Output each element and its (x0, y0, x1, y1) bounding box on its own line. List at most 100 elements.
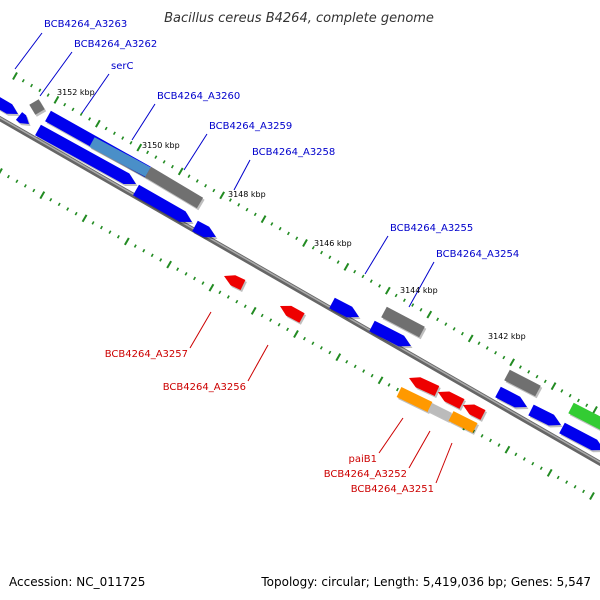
outer-tick-mark (219, 191, 225, 200)
gene-features (0, 97, 600, 453)
inner-tick-mark (159, 258, 163, 262)
outer-tick-mark (311, 245, 315, 250)
genome-backbone (0, 115, 600, 467)
inner-tick-mark (15, 179, 19, 184)
outer-tick-mark (79, 112, 83, 116)
gene-arrow (15, 112, 29, 124)
inner-tick-mark (49, 197, 53, 202)
outer-tick-mark (121, 136, 125, 140)
inner-tick-mark (0, 168, 3, 175)
gene-label-reverse: BCB4264_A3257 (105, 349, 188, 360)
leader-line (131, 103, 156, 141)
outer-tick-mark (509, 358, 515, 367)
gene-label-forward: BCB4264_A3258 (252, 147, 335, 158)
inner-tick-mark (589, 492, 595, 500)
outer-tick-mark (162, 160, 166, 164)
inner-tick-mark (81, 214, 88, 223)
genome-summary-text: Topology: circular; Length: 5,419,036 bp… (260, 575, 591, 589)
gene-arrow (528, 404, 561, 426)
outer-tick-mark (129, 141, 133, 145)
outer-tick-mark (436, 317, 440, 322)
inner-tick-mark (377, 376, 384, 385)
inner-tick-mark (565, 480, 569, 484)
inner-tick-mark (184, 272, 188, 276)
inner-tick-mark (142, 248, 146, 253)
leader-line (408, 430, 431, 469)
accession-text: Accession: NC_011725 (9, 575, 145, 589)
inner-tick-mark (260, 313, 264, 318)
outer-tick-mark (270, 222, 274, 226)
feature-overlap (89, 137, 151, 177)
outer-tick-mark (320, 250, 324, 255)
outer-tick-mark (38, 88, 42, 93)
inner-tick-mark (504, 445, 511, 454)
outer-tick-mark (343, 262, 350, 271)
kbp-label: 3150 kbp (142, 141, 180, 150)
gene-label-reverse: BCB4264_A3252 (324, 469, 407, 480)
gene-arrow (0, 97, 18, 114)
outer-tick-mark (369, 279, 373, 283)
backbone-highlight (0, 116, 600, 464)
feature-gray-light (428, 403, 452, 421)
outer-tick-mark (467, 334, 474, 343)
inner-tick-mark (345, 359, 349, 364)
inner-tick-mark (387, 383, 391, 387)
leader-line (247, 344, 269, 382)
gene-arrow (192, 220, 216, 238)
outer-tick-mark (550, 382, 557, 391)
inner-tick-mark (582, 489, 586, 494)
leader-line (183, 133, 208, 171)
outer-tick-mark (460, 331, 464, 336)
outer-tick-mark (112, 131, 116, 136)
gene-bcb4264-a3256 (280, 305, 305, 323)
inner-tick-mark (74, 211, 78, 216)
kbp-label: 3146 kbp (314, 239, 352, 248)
gene-label-forward: BCB4264_A3260 (157, 91, 240, 102)
inner-tick-mark (193, 276, 197, 281)
inner-tick-mark (328, 350, 332, 355)
outer-tick-mark (411, 303, 415, 307)
inner-tick-mark (546, 468, 553, 477)
gene-paib1 (396, 387, 433, 412)
inner-tick-mark (370, 373, 374, 378)
gene-bcb4264-a3259 (35, 124, 136, 184)
feature-bcb4264-a3263 (29, 99, 45, 115)
inner-tick-mark (353, 364, 357, 369)
gene-bcb4264-a3258 (133, 184, 192, 222)
gene-label-reverse: BCB4264_A3251 (351, 484, 434, 495)
gene-arrow (369, 320, 411, 347)
leader-line (408, 261, 435, 308)
feature-bcb4264-a3260 (144, 166, 204, 209)
outer-tick-mark (419, 308, 423, 312)
outer-tick-mark (71, 107, 75, 112)
outer-tick-mark (253, 212, 257, 217)
inner-tick-mark (166, 260, 172, 269)
inner-tick-mark (32, 188, 36, 193)
outer-tick-mark (452, 327, 456, 331)
inner-tick-mark (395, 387, 399, 392)
gene-bcb4264-a3255 (329, 297, 359, 318)
inner-tick-mark (489, 438, 493, 443)
outer-tick-mark (53, 95, 60, 104)
gene-arrow (409, 377, 440, 396)
inner-tick-mark (250, 306, 257, 315)
outer-tick-mark (502, 355, 506, 360)
inner-tick-mark (335, 353, 342, 362)
outer-tick-mark (204, 183, 208, 188)
outer-tick-mark (88, 117, 92, 121)
outer-tick-mark (237, 203, 241, 207)
inner-tick-mark (522, 457, 526, 461)
outer-tick-mark (30, 83, 34, 88)
inner-tick-mark (573, 484, 577, 489)
outer-tick-mark (361, 274, 365, 279)
outer-tick-mark (46, 93, 50, 97)
outer-tick-mark (485, 346, 489, 350)
outer-tick-mark (568, 393, 572, 398)
inner-tick-mark (39, 191, 46, 200)
feature-bcb4264-a3254 (381, 306, 425, 338)
outer-tick-mark (535, 374, 539, 379)
feature-green (568, 402, 600, 430)
gene-label-forward: BCB4264_A3255 (390, 223, 473, 234)
inner-tick-mark (243, 304, 247, 309)
